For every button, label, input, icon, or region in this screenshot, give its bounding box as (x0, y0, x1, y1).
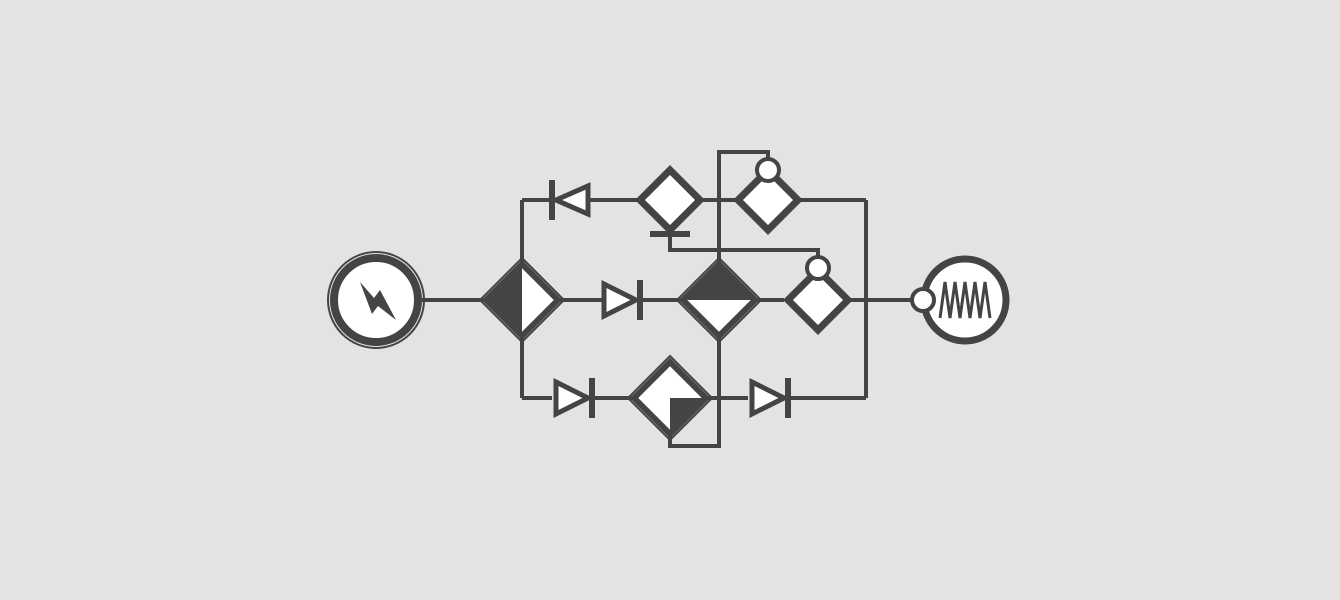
diamond-center (675, 256, 763, 344)
load-input-terminal (910, 287, 936, 313)
diamond-center-outer-ring (675, 256, 763, 344)
power-source-outer-ring (327, 251, 425, 349)
load-body (920, 255, 1010, 345)
diamond-left-fill (486, 264, 522, 336)
diamond-top-right (733, 157, 803, 235)
diamond-mid-right-body (783, 265, 853, 335)
diode-top-left-triangle (549, 182, 591, 218)
lightning-bolt-icon (360, 282, 396, 320)
diamond-center-fill (683, 264, 755, 300)
diamond-left (478, 256, 566, 344)
diode-bottom-right-triangle (749, 377, 790, 419)
diamond-bottom-outer-ring (626, 354, 714, 442)
diamond-left-outer-ring (478, 256, 566, 344)
diode-bottom-left-triangle (553, 377, 594, 419)
wire-cross-link (668, 234, 820, 268)
diode-bottom-right (749, 377, 791, 419)
diamond-top-right-body (733, 165, 803, 235)
diamond-top-mid-body (635, 165, 705, 235)
diamond-top-right-circle (755, 157, 781, 183)
diode-top-left (549, 180, 591, 220)
coil-icon (938, 281, 992, 319)
diamond-mid-right-circle (805, 255, 831, 281)
diamond-top-mid (635, 165, 705, 237)
diode-mid-triangle (601, 279, 642, 321)
power-source (327, 251, 425, 349)
load (910, 255, 1010, 345)
diamond-bottom (626, 354, 714, 442)
diamond-mid-right (783, 255, 853, 335)
diamond-bottom-fill (670, 398, 706, 434)
diode-bottom-left (553, 377, 595, 419)
diode-mid (601, 279, 643, 321)
